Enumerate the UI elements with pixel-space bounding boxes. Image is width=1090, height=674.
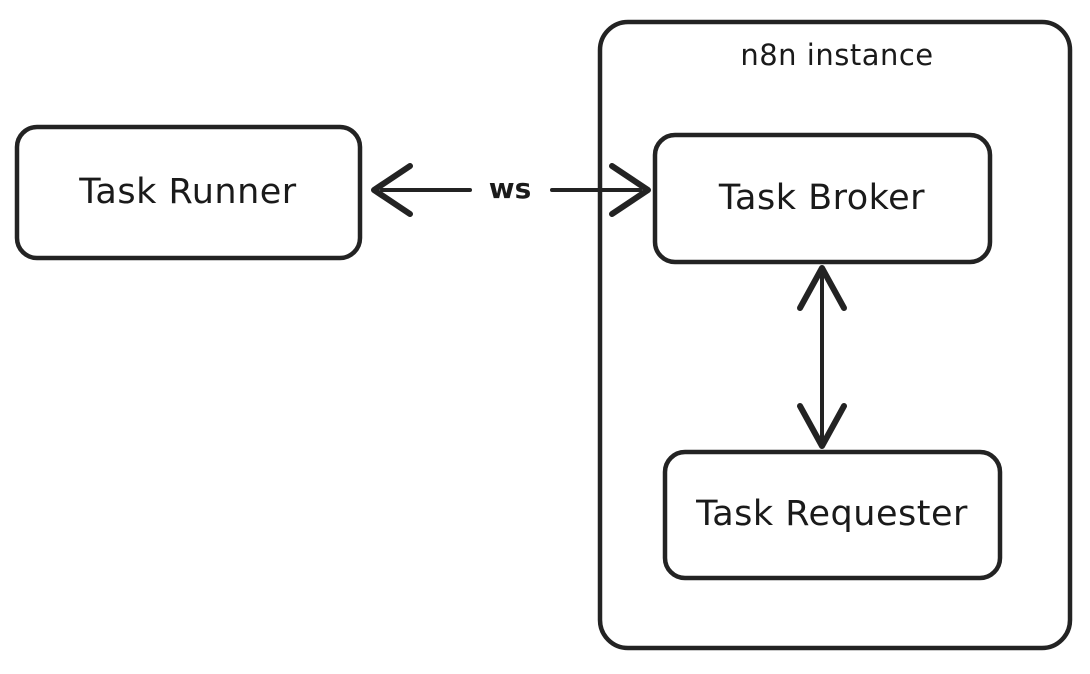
edge-broker-requester-up-arrowhead-icon <box>797 265 847 311</box>
node-task-requester-label: Task Requester <box>695 494 968 534</box>
node-task-broker-border <box>652 132 993 265</box>
node-task-runner[interactable]: Task Runner <box>14 124 363 261</box>
edge-broker-requester-down-arrowhead-icon <box>797 403 847 449</box>
node-task-broker-label: Task Broker <box>718 178 925 218</box>
edge-runner-broker-right-arrowhead-icon <box>609 163 651 217</box>
node-task-broker[interactable]: Task Broker <box>652 132 993 265</box>
edge-runner-broker-label: ws <box>489 172 532 205</box>
node-task-requester[interactable]: Task Requester <box>662 449 1003 581</box>
node-task-runner-label: Task Runner <box>78 172 296 212</box>
node-task-runner-border <box>14 124 363 261</box>
edge-runner-broker[interactable]: ws <box>371 163 651 217</box>
edge-runner-broker-left-arrowhead-icon <box>371 163 413 217</box>
node-task-requester-border <box>662 449 1003 581</box>
n8n-instance-title: n8n instance <box>740 38 933 72</box>
edge-broker-requester[interactable] <box>797 265 847 449</box>
